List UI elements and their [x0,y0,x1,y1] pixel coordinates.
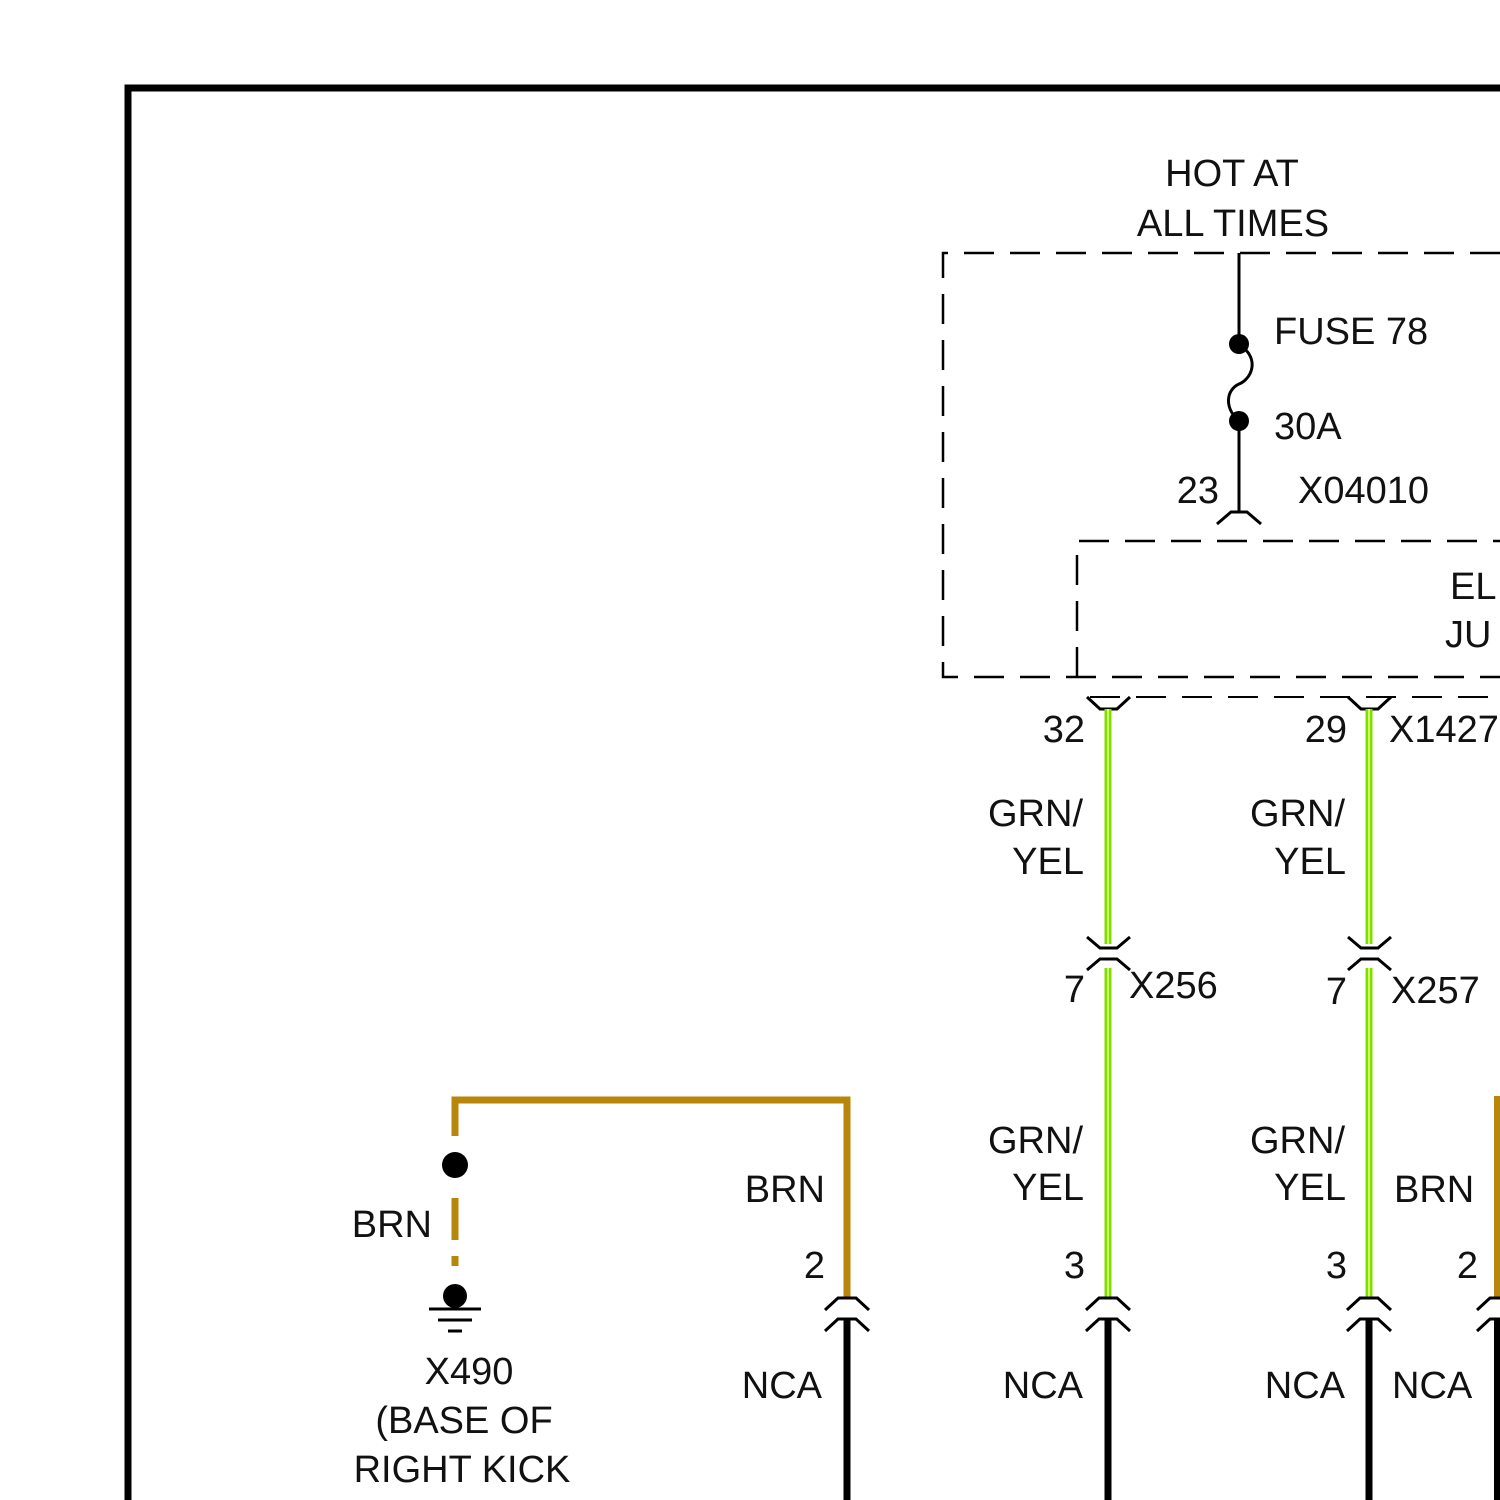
fuse-name: FUSE 78 [1274,311,1428,353]
x1427-connector-name: X1427 [1389,709,1499,751]
nca-label-3: NCA [1265,1365,1346,1407]
wire-color-upper-left-1: GRN/ [988,793,1083,835]
wire-color-lower-left-2: YEL [1012,1167,1084,1209]
wire-color-lower-right-2: YEL [1274,1167,1346,1209]
lower-right-pin: 3 [1326,1245,1347,1287]
lower-left-connector-symbol-top [825,1298,869,1310]
ground-terminal-dot [443,1284,467,1308]
fuse-box-connector: X04010 [1298,470,1429,512]
x256-pin: 7 [1064,969,1085,1011]
nca-label-4: NCA [1392,1365,1473,1407]
x1427-pin32-connector-symbol [1087,697,1130,709]
ground-name: X490 [425,1351,514,1393]
ground-location-line1: (BASE OF [375,1400,552,1442]
junction-block-outline [1077,541,1500,677]
wire-color-brn-left: BRN [352,1204,432,1246]
x257-pin: 7 [1326,971,1347,1013]
wire-color-brn-mid: BRN [745,1169,825,1211]
nca-label-1: NCA [742,1365,823,1407]
wire-color-upper-right-1: GRN/ [1250,793,1345,835]
fuse-rating: 30A [1274,406,1342,448]
lower-far-connector-symbol-top [1477,1298,1500,1310]
x1427-pin-29: 29 [1305,709,1347,751]
wire-color-upper-left-2: YEL [1012,841,1084,883]
fuse-box-connector-symbol [1217,512,1261,524]
lower-far-pin: 2 [1457,1245,1478,1287]
power-label-line2: ALL TIMES [1137,203,1329,245]
wire-color-brn-right: BRN [1394,1169,1474,1211]
junction-block-label-line2: JU [1445,614,1491,656]
x1427-pin-32: 32 [1043,709,1085,751]
fuse-box-pin: 23 [1177,470,1219,512]
ground-location-line2: RIGHT KICK [354,1449,571,1491]
lower-right-connector-symbol-top [1347,1298,1391,1310]
lower-mid-pin: 3 [1064,1245,1085,1287]
x256-connector-name: X256 [1129,965,1218,1007]
x1427-pin29-connector-symbol [1348,697,1391,709]
wire-color-lower-right-1: GRN/ [1250,1120,1345,1162]
wire-color-upper-right-2: YEL [1274,841,1346,883]
nca-label-2: NCA [1003,1365,1084,1407]
lower-mid-connector-symbol-top [1086,1298,1130,1310]
x257-connector-name: X257 [1391,970,1480,1012]
ground-splice-dot [442,1152,468,1178]
junction-block-label-line1: EL [1450,566,1496,608]
wire-color-lower-left-1: GRN/ [988,1120,1083,1162]
power-label-line1: HOT AT [1165,153,1299,195]
ground-icon [429,1309,481,1331]
fuse-symbol [1228,344,1252,421]
lower-left-pin: 2 [804,1245,825,1287]
